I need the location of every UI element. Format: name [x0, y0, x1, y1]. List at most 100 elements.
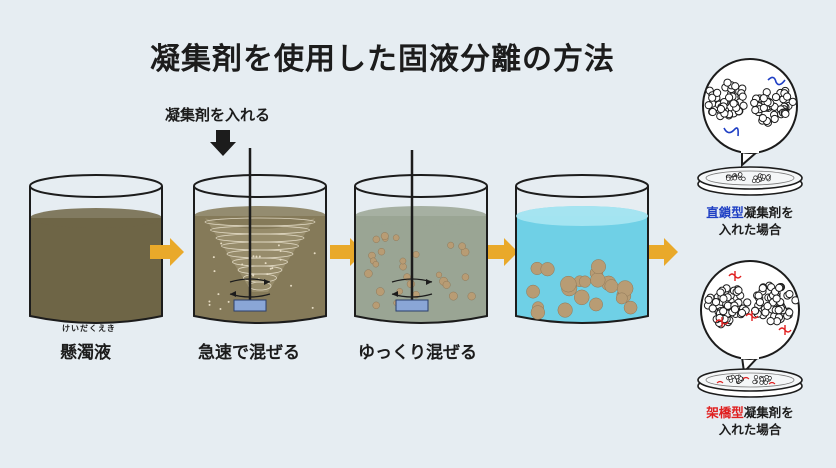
result-label-linear: 直鎖型凝集剤を 入れた場合	[688, 204, 812, 238]
particle-icon	[759, 94, 768, 103]
dish-particle	[726, 176, 731, 181]
particle-icon	[719, 294, 728, 303]
bubble-linear-content	[704, 76, 797, 137]
crosslink-polymer-mark	[728, 271, 742, 281]
floc-particle	[574, 289, 590, 306]
rotation-arrow-head	[392, 291, 398, 297]
particle-icon	[737, 308, 747, 318]
petri-dish-rim	[697, 368, 803, 392]
fine-particle	[241, 263, 244, 266]
fine-particle	[266, 273, 269, 276]
fine-particle	[258, 255, 261, 258]
particle-icon	[785, 308, 794, 317]
beaker-suspension	[29, 174, 163, 324]
dish-particle	[763, 380, 768, 385]
particle-icon	[750, 306, 760, 315]
fine-particle	[252, 255, 255, 258]
beaker-wall	[354, 186, 488, 324]
floc-particle	[623, 300, 638, 315]
particle-cluster-left	[703, 284, 752, 329]
particle-icon	[783, 92, 792, 101]
floc-particle	[467, 292, 476, 301]
dish-particle	[752, 379, 757, 385]
particle-cluster-right	[750, 281, 799, 326]
fine-particle	[252, 274, 255, 277]
particle-icon	[729, 99, 738, 108]
beaker-rim	[29, 174, 163, 198]
liquid-surface	[194, 206, 326, 226]
result-label-crosslinked: 架橋型凝集剤を 入れた場合	[688, 404, 812, 438]
particle-icon	[774, 306, 783, 315]
fine-particle	[208, 300, 211, 303]
beaker-rim	[354, 174, 488, 198]
floc-particle	[604, 279, 619, 293]
particle-icon	[739, 101, 748, 110]
floc-particle	[412, 251, 420, 258]
floc-particle	[447, 241, 455, 249]
floc-particle	[557, 302, 573, 318]
crosslink-mark	[716, 380, 724, 384]
large-flocs	[526, 259, 638, 320]
particle-icon	[758, 113, 767, 123]
floc-particle	[590, 272, 606, 288]
floc-particle	[560, 275, 577, 293]
beaker-wall	[29, 186, 163, 324]
fine-particle	[220, 242, 223, 245]
linear-rest-label: 凝集剤を	[743, 205, 794, 220]
stirrer-paddle	[395, 299, 429, 312]
crosslink-mark	[768, 381, 776, 385]
right-arrow-icon	[484, 238, 518, 266]
particle-icon	[772, 294, 781, 303]
fine-particle	[269, 267, 272, 270]
particle-icon	[788, 97, 797, 106]
particle-cluster-left	[704, 78, 748, 121]
petri-dish-rim	[697, 166, 803, 190]
particle-icon	[770, 114, 779, 124]
dish-particle	[741, 176, 746, 181]
particle-icon	[719, 307, 728, 316]
floc-particle	[540, 262, 555, 277]
fine-particle	[212, 256, 215, 259]
fine-particle	[217, 293, 220, 296]
fine-particle	[277, 244, 280, 247]
particle-icon	[759, 103, 768, 113]
dish-particle	[755, 178, 760, 183]
particle-icon	[713, 88, 722, 97]
floc-particle	[399, 257, 407, 265]
floc-particle	[372, 301, 380, 310]
dish-particle	[765, 175, 771, 180]
bubble-joint	[741, 147, 759, 153]
fine-particle	[255, 255, 258, 258]
dish-particle	[764, 374, 769, 380]
rotation-arrow-head	[230, 291, 236, 297]
right-arrow-icon	[644, 238, 678, 266]
petri-dish-inner	[705, 170, 795, 186]
dish-particle	[738, 172, 743, 177]
beaker-liquid	[516, 216, 648, 323]
floc-particle	[392, 234, 400, 241]
fine-particle	[271, 267, 274, 270]
particle-icon	[708, 93, 717, 102]
vortex	[204, 217, 316, 310]
floc-particle	[578, 275, 591, 288]
floc-particle	[396, 288, 403, 295]
particle-icon	[708, 304, 717, 313]
down-arrow-icon	[210, 130, 236, 156]
rotation-arrow-head	[426, 279, 432, 285]
particle-icon	[771, 92, 781, 102]
floc-particle	[377, 247, 386, 256]
floc-particle	[380, 232, 389, 240]
floc-particle	[448, 291, 458, 301]
bubble-joint	[741, 353, 759, 359]
particle-icon	[716, 104, 726, 114]
petri-dish-linear	[697, 166, 803, 196]
page-title: 凝集剤を使用した固液分離の方法	[150, 42, 615, 77]
crosslink-polymer-mark	[778, 325, 792, 335]
particle-icon	[766, 316, 775, 326]
dish-particle	[728, 375, 733, 380]
fine-particle	[311, 306, 314, 309]
fine-particle	[227, 300, 230, 303]
beaker-rim	[515, 174, 649, 198]
particle-icon	[704, 295, 713, 304]
